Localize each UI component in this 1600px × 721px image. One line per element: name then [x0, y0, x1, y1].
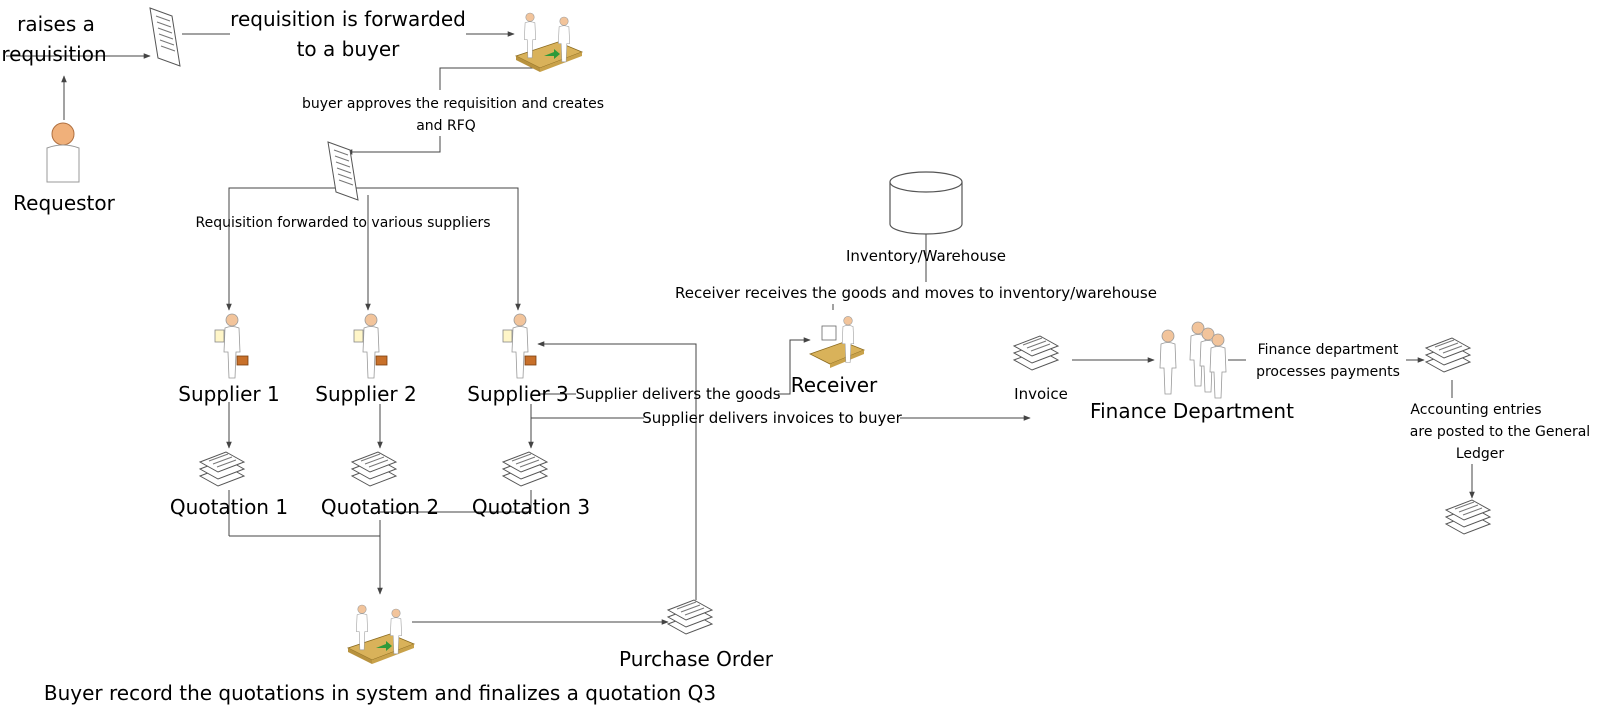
approves-label-line1: buyer approves the requisition and creat…: [302, 96, 604, 112]
document-stack-icon: [1013, 335, 1059, 371]
quotation-3-label: Quotation 3: [472, 495, 590, 519]
requestor-icon: [46, 122, 80, 183]
finance-people-icon: [1159, 321, 1227, 399]
supplier-icon: [503, 314, 536, 378]
document-icon: [149, 7, 181, 67]
buyer-desk-icon: [516, 13, 582, 72]
forwarded-label-line2: to a buyer: [297, 37, 401, 61]
purchase-order-label: Purchase Order: [619, 647, 774, 671]
document-stack-icon: [502, 451, 548, 487]
receiver-label: Receiver: [791, 373, 878, 397]
quotation-1-label: Quotation 1: [170, 495, 288, 519]
database-icon: [889, 171, 963, 235]
to-suppliers-label: Requisition forwarded to various supplie…: [195, 215, 490, 231]
finance-processes-line1: Finance department: [1258, 342, 1399, 358]
ledger-label-line3: Ledger: [1456, 446, 1505, 462]
receiver-moves-label: Receiver receives the goods and moves to…: [675, 284, 1157, 302]
supplier-icon: [215, 314, 248, 378]
invoice-label: Invoice: [1014, 385, 1068, 403]
delivers-goods-label: Supplier delivers the goods: [575, 385, 780, 403]
document-stack-icon: [1425, 337, 1471, 373]
supplier-2-label: Supplier 2: [315, 382, 416, 406]
ledger-label-line2: are posted to the General: [1410, 424, 1590, 440]
ledger-label-line1: Accounting entries: [1410, 402, 1541, 418]
inventory-label: Inventory/Warehouse: [846, 247, 1006, 265]
buyer-desk-icon: [348, 605, 414, 664]
delivers-invoices-label: Supplier delivers invoices to buyer: [642, 409, 902, 427]
supplier-icon: [354, 314, 387, 378]
document-stack-icon: [199, 451, 245, 487]
document-stack-icon: [1445, 499, 1491, 535]
approves-label-line2: and RFQ: [416, 118, 476, 134]
forwarded-label-line1: requisition is forwarded: [230, 7, 466, 31]
receiver-desk-icon: [808, 316, 866, 368]
labels: raises a requisition Requestor requisiti…: [1, 7, 1590, 705]
finance-label: Finance Department: [1090, 399, 1294, 423]
supplier-3-label: Supplier 3: [467, 382, 568, 406]
buyer-records-label: Buyer record the quotations in system an…: [44, 681, 716, 705]
requestor-label: Requestor: [13, 191, 115, 215]
supplier-1-label: Supplier 1: [178, 382, 279, 406]
quotation-2-label: Quotation 2: [321, 495, 439, 519]
finance-processes-line2: processes payments: [1256, 364, 1400, 380]
document-stack-icon: [667, 599, 713, 635]
raises-label-line1: raises a: [17, 12, 95, 36]
document-icon: [327, 141, 359, 201]
raises-label-line2: requisition: [1, 42, 106, 66]
document-stack-icon: [351, 451, 397, 487]
